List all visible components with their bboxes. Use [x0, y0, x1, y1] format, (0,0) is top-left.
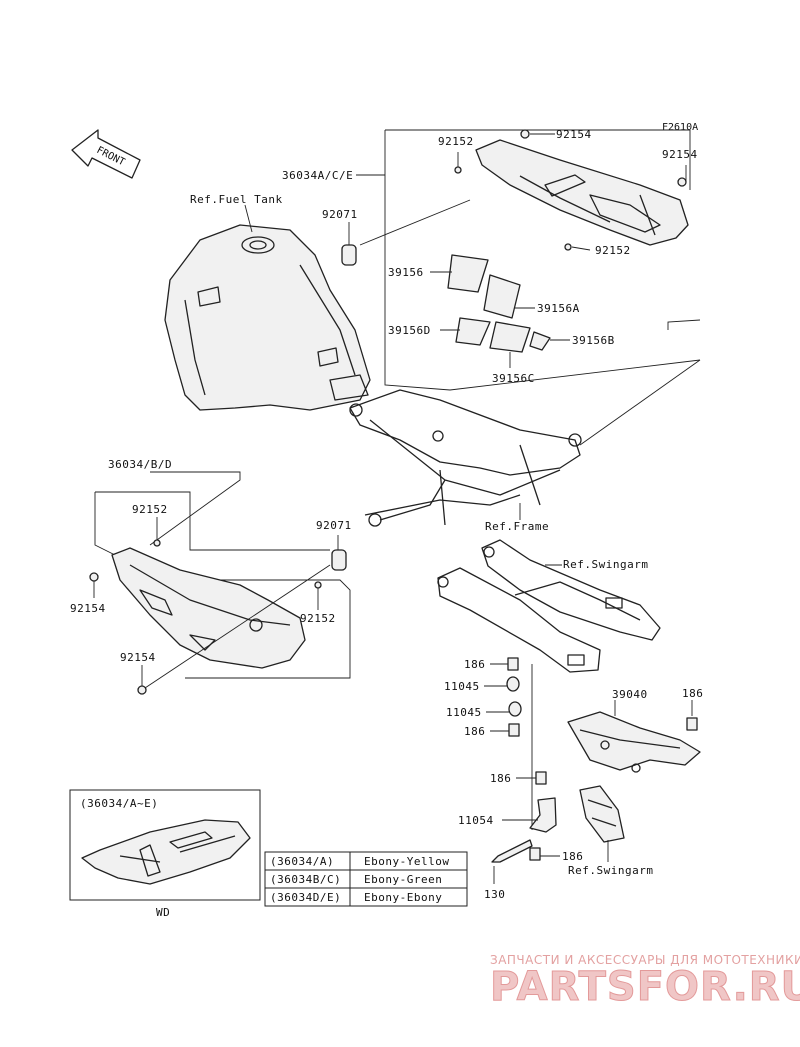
callout-11054: 11054	[458, 814, 494, 827]
left-side-cover	[111, 547, 306, 669]
callout-39040: 39040	[612, 688, 648, 701]
callout-92152-left: 92152	[132, 503, 168, 516]
bolt-186-d	[529, 847, 541, 861]
inset-box	[69, 789, 261, 901]
callout-11045-a: 11045	[444, 680, 480, 693]
color-code: (36034D/E)	[270, 891, 341, 904]
callout-39156C: 39156C	[492, 372, 535, 385]
decal-39156D	[455, 317, 491, 346]
bolt-130	[491, 839, 533, 863]
callout-92154-top: 92154	[556, 128, 592, 141]
color-table-row: (36034D/E) Ebony-Ebony	[270, 891, 442, 904]
callout-92152-low: 92152	[300, 612, 336, 625]
callout-39156B: 39156B	[572, 334, 615, 347]
bolt-92154-left	[89, 572, 99, 582]
color-table-row: (36034/A) Ebony-Yellow	[270, 855, 449, 868]
callout-36034ace: 36034A/C/E	[282, 169, 353, 182]
color-name: Ebony-Green	[364, 873, 442, 886]
grommet-92071-top	[341, 244, 357, 266]
bolt-186-a	[507, 657, 519, 671]
right-cover-group-bracket	[384, 129, 701, 391]
watermark-tagline: ЗАПЧАСТИ И АКСЕССУАРЫ ДЛЯ МОТОТЕХНИКИ	[490, 953, 800, 967]
callout-186-right: 186	[682, 687, 703, 700]
left-cover-group-bracket	[94, 471, 351, 679]
color-name: Ebony-Yellow	[364, 855, 449, 868]
ref-fuel-tank-label: Ref.Fuel Tank	[190, 193, 283, 206]
inset-caption: WD	[156, 906, 170, 919]
callout-92152-top: 92152	[438, 135, 474, 148]
front-arrow-label: FRONT	[95, 145, 127, 168]
grommet-92152-low	[314, 581, 322, 589]
fuel-tank	[164, 224, 371, 411]
callout-92154-right: 92154	[662, 148, 698, 161]
bolt-92154-top	[520, 129, 530, 139]
swingarm	[437, 539, 661, 673]
right-side-cover	[475, 139, 689, 246]
callout-36034bd: 36034/B/D	[108, 458, 172, 471]
collar-11045-a	[506, 676, 520, 692]
color-name: Ebony-Ebony	[364, 891, 442, 904]
decal-39156B	[529, 331, 551, 351]
callout-186-a: 186	[464, 658, 485, 671]
grommet-92071-low	[331, 549, 347, 571]
watermark-brand: PARTSFOR.RU	[490, 964, 800, 1010]
callout-92071-top: 92071	[322, 208, 358, 221]
callout-130: 130	[484, 888, 505, 901]
inset-title: (36034/A~E)	[80, 797, 158, 810]
decal-39156	[447, 254, 489, 293]
callout-11045-b: 11045	[446, 706, 482, 719]
front-arrow-icon: FRONT	[71, 129, 141, 179]
bolt-186-b	[508, 723, 520, 737]
grommet-92152-left	[153, 539, 161, 547]
color-table: (36034/A) Ebony-Yellow (36034B/C) Ebony-…	[264, 851, 468, 907]
inset-side-cover-drawing	[81, 819, 251, 885]
ref-swingarm-top-label: Ref.Swingarm	[563, 558, 648, 571]
callout-39156: 39156	[388, 266, 424, 279]
ref-frame-label: Ref.Frame	[485, 520, 549, 533]
callout-186-c: 186	[490, 772, 511, 785]
decal-39156C	[489, 321, 531, 353]
bolt-186-right	[686, 717, 698, 731]
bolt-92154-right	[677, 177, 687, 187]
color-code: (36034/A)	[270, 855, 334, 868]
frame	[349, 389, 582, 527]
swingarm-bracket-part	[579, 785, 625, 843]
callout-92071-low: 92071	[316, 519, 352, 532]
callout-186-b: 186	[464, 725, 485, 738]
callout-92154-bottom: 92154	[120, 651, 156, 664]
bolt-92154-bottom	[137, 685, 147, 695]
callout-39156A: 39156A	[537, 302, 580, 315]
callout-92152-mid: 92152	[595, 244, 631, 257]
grommet-92152-top	[454, 166, 462, 174]
chain-guard	[567, 711, 701, 773]
collar-11045-b	[508, 701, 522, 717]
callout-92154-left: 92154	[70, 602, 106, 615]
color-code: (36034B/C)	[270, 873, 341, 886]
grommet-92152-mid	[564, 243, 572, 251]
bolt-186-c	[535, 771, 547, 785]
bracket-11054	[529, 797, 557, 833]
ref-swingarm-bottom-label: Ref.Swingarm	[568, 864, 653, 877]
decal-39156A	[483, 274, 521, 319]
callout-39156D: 39156D	[388, 324, 431, 337]
diagram-code: F2610A	[662, 122, 698, 133]
color-table-row: (36034B/C) Ebony-Green	[270, 873, 442, 886]
callout-186-d: 186	[562, 850, 583, 863]
